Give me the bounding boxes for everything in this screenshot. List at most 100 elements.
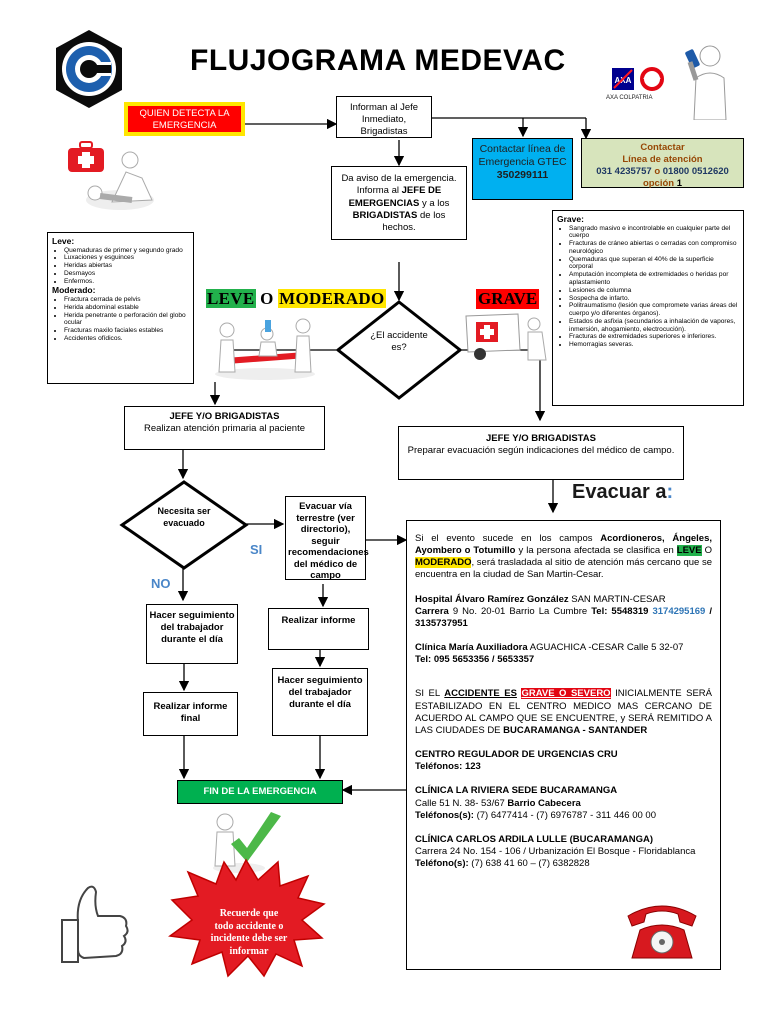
p1-leve: LEVE xyxy=(676,545,702,557)
hospital-tel-1: 5548319 xyxy=(607,605,653,617)
jefe-grave-title: JEFE Y/O BRIGADISTAS xyxy=(486,433,596,444)
jefe-grave-text: Preparar evacuación según indicaciones d… xyxy=(407,444,675,456)
aviso-brigadistas: BRIGADISTAS xyxy=(352,210,418,222)
node-contactar-axa: Contactar Línea de atención 031 4235757 … xyxy=(581,138,744,189)
grave-item: Quemaduras que superan el 40% de la supe… xyxy=(569,256,739,272)
node-aviso: Da aviso de la emergencia. Informa al JE… xyxy=(331,166,467,240)
axa-contactar: Contactar xyxy=(640,142,685,153)
aviso-mid: y a los xyxy=(419,197,450,209)
node-fin-emergencia: FIN DE LA EMERGENCIA xyxy=(177,780,343,804)
grave-item: Politraumatismo (lesión que compromete v… xyxy=(569,302,739,318)
hospital-addr: 9 No. 20-01 Barrio La Cumbre xyxy=(448,605,592,617)
grave-item: Sospecha de infarto. xyxy=(569,295,739,303)
riviera-tel: (7) 6477414 - (7) 6976787 - 311 446 00 0… xyxy=(473,809,656,821)
riviera-barrio: Barrio Cabecera xyxy=(507,797,581,809)
evacuar-heading-text: Evacuar a xyxy=(572,481,667,503)
grave-item: Hemorragias severas. xyxy=(569,341,739,349)
leve-item: Enfermos. xyxy=(64,278,189,286)
axa-phone-1: 031 4235757 xyxy=(596,165,652,177)
person-phone-icon xyxy=(685,45,727,120)
p4-bucaramanga: BUCARAMANGA - SANTANDER xyxy=(503,724,648,736)
p1-o: O xyxy=(701,545,712,557)
grave-item: Sangrado masivo e incontrolable en cualq… xyxy=(569,225,739,241)
ambulance-icon xyxy=(465,313,547,361)
clinica-maria-name: Clínica María Auxiliadora xyxy=(415,642,528,654)
decision-necesita-label: Necesita ser evacuado xyxy=(157,506,211,528)
evacuation-directory: Si el evento sucede en los campos Acordi… xyxy=(406,520,721,970)
recuerde-text: Recuerde que todo accidente o incidente … xyxy=(210,908,288,957)
grave-item: Fracturas de cráneo abiertas o cerradas … xyxy=(569,240,739,256)
p1-pre: Si el evento sucede en los campos xyxy=(415,533,601,544)
axa-opcion-num: 1 xyxy=(676,177,683,189)
clinica-maria-addr: AGUACHICA -CESAR Calle 5 32-07 xyxy=(527,642,684,654)
hospital-tel-2: 3174295169 xyxy=(652,605,706,617)
moderado-list: Fractura cerrada de pelvis Herida abdomi… xyxy=(52,296,189,343)
ardila-addr: Carrera 24 No. 154 - 106 / Urbanización … xyxy=(415,845,696,857)
hospital-tel-3: / 3135737951 xyxy=(415,605,712,629)
grave-tag: GRAVE xyxy=(476,289,540,309)
gtec-label: Contactar línea de Emergencia GTEC xyxy=(478,143,567,169)
thumbs-up-icon xyxy=(61,885,129,963)
p4-pre: SI EL xyxy=(415,688,445,700)
leve-item: Heridas abiertas xyxy=(64,262,189,270)
directory-p7: CLÍNICA CARLOS ARDILA LULLE (BUCARAMANGA… xyxy=(415,834,712,870)
grave-criteria: Grave: Sangrado masivo e incontrolable e… xyxy=(552,210,744,406)
decision-necesita-diamond xyxy=(119,480,249,570)
grave-item: Lesiones de columna xyxy=(569,287,739,295)
p1-post: , será trasladada al sitio de atención m… xyxy=(415,557,712,581)
jefe-leve-text: Realizan atención primaria al paciente xyxy=(143,422,306,434)
grave-list: Sangrado masivo e incontrolable en cualq… xyxy=(557,225,739,349)
directory-p1: Si el evento sucede en los campos Acordi… xyxy=(415,533,712,582)
cru-name: CENTRO REGULADOR DE URGENCIAS CRU xyxy=(415,749,618,761)
riviera-addr: Calle 51 N. 38- 53/67 xyxy=(415,797,508,809)
moderado-item: Herida abdominal estable xyxy=(64,304,189,312)
jefe-leve-title: JEFE Y/O BRIGADISTAS xyxy=(169,411,280,422)
grave-heading: Grave: xyxy=(557,214,584,224)
evacuar-heading-colon: : xyxy=(666,481,674,503)
leve-tag: LEVE xyxy=(206,289,256,308)
leve-moderado-criteria: Leve: Quemaduras de primer y segundo gra… xyxy=(47,232,194,384)
svg-text:AXA: AXA xyxy=(615,76,632,85)
o-tag: O xyxy=(260,289,274,308)
p1-campos: Acordioneros, Ángeles, Ayombero o Totumi… xyxy=(415,533,712,557)
p1-mid: y la persona afectada se clasifica en xyxy=(515,545,677,557)
gtec-phone: 350299111 xyxy=(496,169,549,182)
leve-heading: Leve: xyxy=(52,236,75,246)
directory-p3: Clínica María Auxiliadora AGUACHICA -CES… xyxy=(415,642,712,666)
leve-item: Luxaciones y esguinces xyxy=(64,254,189,262)
p4-accidente: ACCIDENTE ES xyxy=(444,688,517,700)
si-label: SI xyxy=(250,542,263,557)
axa-colpatria-logo: AXA xyxy=(612,67,664,91)
decision-tipo-label: ¿El accidente es? xyxy=(370,330,428,353)
hospital-addr-label: Carrera xyxy=(415,605,449,617)
leve-list: Quemaduras de primer y segundo grado Lux… xyxy=(52,247,189,286)
page-title: FLUJOGRAMA MEDEVAC xyxy=(190,44,566,77)
node-realizar-informe: Realizar informe xyxy=(268,608,369,650)
axa-opcion: opción xyxy=(642,177,675,189)
moderado-item: Accidentes ofídicos. xyxy=(64,335,189,343)
hospital-city: SAN MARTIN-CESAR xyxy=(568,593,666,605)
leve-item: Desmayos xyxy=(64,270,189,278)
moderado-item: Fractura cerrada de pelvis xyxy=(64,296,189,304)
directory-p2: Hospital Álvaro Ramírez González SAN MAR… xyxy=(415,594,712,630)
partner-logo-caption: AXA COLPATRIA xyxy=(606,95,653,101)
aviso-pre: Da aviso de la emergencia. Informa al xyxy=(341,173,457,197)
clinica-maria-tel: Tel: 095 5653356 / 5653357 xyxy=(415,654,535,666)
axa-linea: Línea de atención xyxy=(622,153,703,165)
cru-tel: Teléfonos: 123 xyxy=(415,761,481,773)
leve-moderado-label: LEVE O MODERADO xyxy=(206,289,386,309)
riviera-name: CLÍNICA LA RIVIERA SEDE BUCARAMANGA xyxy=(415,785,618,797)
node-jefe-leve: JEFE Y/O BRIGADISTAS Realizan atención p… xyxy=(124,406,325,450)
aviso-jefe: JEFE DE EMERGENCIAS xyxy=(348,185,442,209)
moderado-tag: MODERADO xyxy=(278,289,386,308)
company-logo xyxy=(56,30,122,108)
stretcher-carry-icon xyxy=(215,318,315,380)
axa-o: o xyxy=(654,165,661,177)
node-evacuar-via: Evacuar vía terrestre (ver directorio), … xyxy=(285,496,369,581)
decision-tipo-diamond xyxy=(336,300,462,400)
riviera-tel-label: Teléfonos(s): xyxy=(415,809,474,821)
node-quien-detecta: QUIEN DETECTA LA EMERGENCIA xyxy=(124,102,245,136)
hospital-tel-label: Tel: xyxy=(591,605,608,617)
warning-starburst-icon xyxy=(168,858,326,978)
